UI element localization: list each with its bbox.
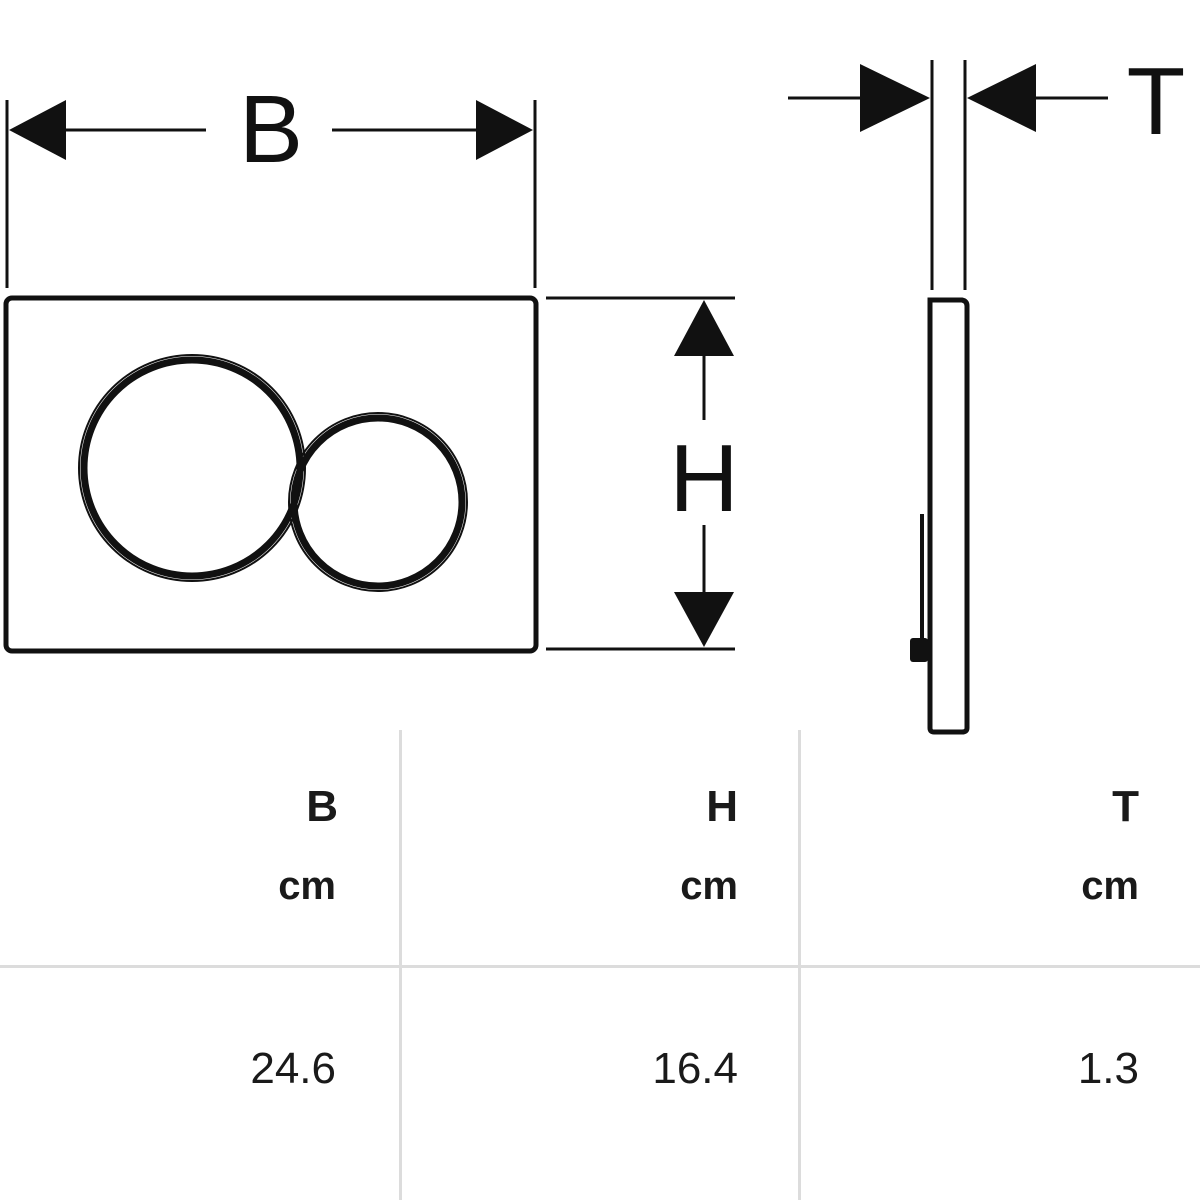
value-thickness: 1.3 (1077, 1044, 1139, 1093)
height-dimension: H (546, 296, 739, 651)
column-header-height: H (706, 782, 738, 831)
width-dimension: B (5, 76, 537, 288)
column-header-width: B (306, 782, 338, 831)
value-height: 16.4 (652, 1044, 738, 1093)
table-header-separator (0, 965, 1200, 968)
column-unit-width: cm (278, 864, 336, 908)
value-width: 24.6 (250, 1044, 336, 1093)
thickness-arrow-left (860, 64, 930, 132)
side-profile-clip (910, 638, 928, 662)
dimensions-table: B cm 24.6 H cm 16.4 T cm 1.3 (0, 730, 1200, 1200)
height-arrow-top (674, 300, 734, 356)
small-flush-button-ring (288, 412, 468, 592)
thickness-arrow-right (967, 64, 1036, 132)
thickness-label: T (1127, 48, 1186, 155)
thickness-dimension: T (788, 48, 1185, 290)
column-unit-height: cm (680, 864, 738, 908)
large-flush-button (80, 356, 304, 580)
side-view (910, 297, 970, 735)
large-flush-button-ring (78, 354, 306, 582)
width-label: B (239, 76, 303, 183)
flush-plate-outline (3, 295, 539, 654)
column-unit-thickness: cm (1081, 864, 1139, 908)
side-profile-outline (927, 297, 970, 735)
small-flush-button (290, 414, 466, 590)
technical-drawing: B H T (3, 48, 1185, 735)
front-view (3, 295, 539, 654)
column-header-thickness: T (1112, 782, 1139, 831)
height-arrow-bottom (674, 592, 734, 647)
width-arrow-left (9, 100, 66, 160)
width-arrow-right (476, 100, 533, 160)
height-label: H (669, 425, 738, 532)
